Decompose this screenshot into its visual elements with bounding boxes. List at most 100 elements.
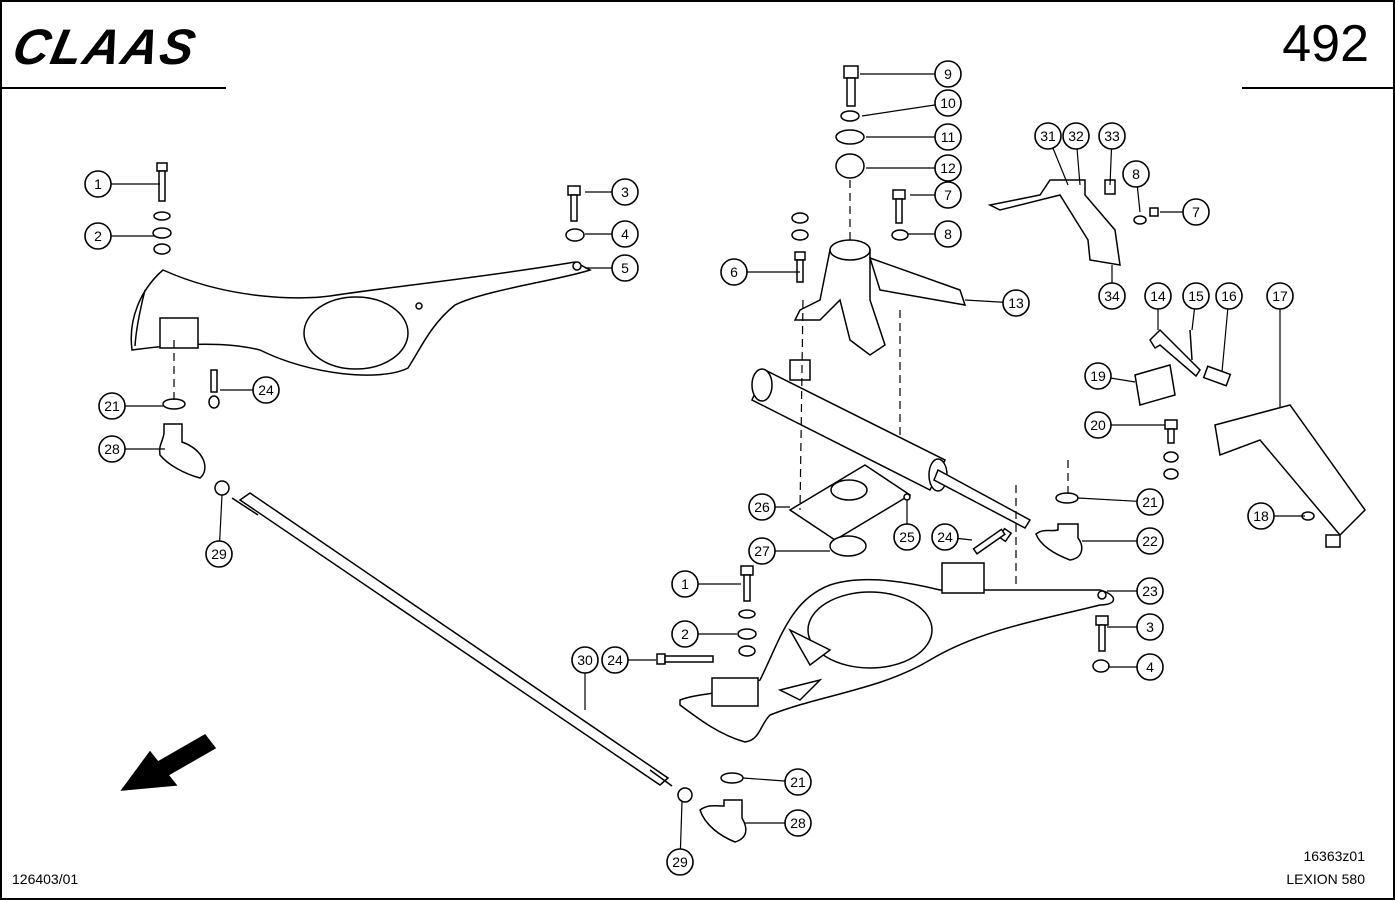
callout-number: 8	[1132, 166, 1140, 182]
callout-8: 8	[934, 220, 962, 248]
callout-13: 13	[1002, 289, 1030, 317]
callout-number: 26	[754, 499, 770, 515]
callout-21: 21	[1136, 488, 1164, 516]
callout-20: 20	[1084, 411, 1112, 439]
callout-number: 4	[621, 226, 629, 242]
callout-number: 19	[1090, 368, 1106, 384]
tie-rod	[231, 492, 693, 803]
callout-16: 16	[1215, 282, 1243, 310]
callout-2: 2	[671, 620, 699, 648]
callout-number: 29	[211, 546, 227, 562]
callout-circle	[784, 809, 812, 837]
callout-circle	[1122, 160, 1150, 188]
callout-circle	[1182, 282, 1210, 310]
callout-number: 15	[1188, 288, 1204, 304]
callout-circle	[611, 220, 639, 248]
callout-number: 28	[104, 441, 120, 457]
right-steering-arm	[679, 562, 1115, 743]
callout-4: 4	[611, 220, 639, 248]
callout-number: 23	[1142, 583, 1158, 599]
callout-number: 17	[1272, 288, 1288, 304]
small-parts	[1134, 328, 1366, 548]
callout-number: 27	[754, 543, 770, 559]
callout-number: 18	[1253, 508, 1269, 524]
callout-number: 34	[1104, 288, 1120, 304]
callout-circle	[671, 570, 699, 598]
callout-circle	[1136, 577, 1164, 605]
callout-circle	[571, 646, 599, 674]
callout-circle	[611, 178, 639, 206]
callout-circle	[1034, 122, 1062, 150]
figure-code: 16363z01	[1303, 848, 1365, 864]
callout-number: 8	[944, 226, 952, 242]
callout-21: 21	[98, 392, 126, 420]
callout-circle	[666, 848, 694, 876]
callout-circle	[1002, 289, 1030, 317]
callout-26: 26	[748, 493, 776, 521]
callout-6: 6	[720, 258, 748, 286]
callout-circle	[98, 435, 126, 463]
callout-1: 1	[84, 170, 112, 198]
callout-9: 9	[934, 60, 962, 88]
callout-circle	[931, 523, 959, 551]
callout-number: 28	[790, 815, 806, 831]
callout-number: 32	[1068, 128, 1084, 144]
callout-18: 18	[1247, 502, 1275, 530]
callout-number: 7	[944, 187, 952, 203]
callout-24: 24	[252, 376, 280, 404]
callout-circle	[934, 181, 962, 209]
callout-23: 23	[1136, 577, 1164, 605]
callout-17: 17	[1266, 282, 1294, 310]
callout-circle	[98, 392, 126, 420]
callout-circle	[1136, 653, 1164, 681]
callout-circle	[84, 222, 112, 250]
callout-number: 21	[790, 774, 806, 790]
callout-circle	[934, 154, 962, 182]
callout-circle	[934, 220, 962, 248]
callout-number: 9	[944, 66, 952, 82]
callout-number: 22	[1142, 533, 1158, 549]
callout-24: 24	[601, 646, 629, 674]
callout-circle	[1084, 362, 1112, 390]
callout-10: 10	[934, 89, 962, 117]
callout-leader-line	[861, 102, 949, 117]
page-number: 492	[1282, 15, 1369, 73]
callout-number: 13	[1008, 295, 1024, 311]
callout-number: 2	[681, 626, 689, 642]
callout-circle	[252, 376, 280, 404]
callout-number: 24	[937, 529, 953, 545]
callout-circle	[1062, 122, 1090, 150]
callout-2: 2	[84, 222, 112, 250]
callout-number: 33	[1104, 128, 1120, 144]
callout-number: 16	[1221, 288, 1237, 304]
callout-circle	[893, 523, 921, 551]
callout-27: 27	[748, 537, 776, 565]
callout-circle	[1098, 282, 1126, 310]
callout-number: 24	[258, 382, 274, 398]
callout-28: 28	[784, 809, 812, 837]
callout-14: 14	[1144, 282, 1172, 310]
callout-circle	[1136, 488, 1164, 516]
callout-3: 3	[1136, 613, 1164, 641]
callout-15: 15	[1182, 282, 1210, 310]
callout-3: 3	[611, 178, 639, 206]
callout-24: 24	[931, 523, 959, 551]
callout-number: 1	[94, 176, 102, 192]
alignment-lines	[173, 180, 1069, 588]
callout-33: 33	[1098, 122, 1126, 150]
callout-circle	[934, 123, 962, 151]
machine-model: LEXION 580	[1286, 871, 1365, 887]
callout-4: 4	[1136, 653, 1164, 681]
callout-number: 6	[730, 264, 738, 280]
callout-circle	[1136, 613, 1164, 641]
callout-19: 19	[1084, 362, 1112, 390]
bearing-plate	[788, 464, 912, 557]
right-arm-hardware	[656, 492, 1110, 843]
callout-circle	[934, 60, 962, 88]
callout-5: 5	[611, 254, 639, 282]
callout-circle	[1136, 527, 1164, 555]
callout-number: 10	[940, 95, 956, 111]
sensor-bracket	[987, 179, 1159, 266]
